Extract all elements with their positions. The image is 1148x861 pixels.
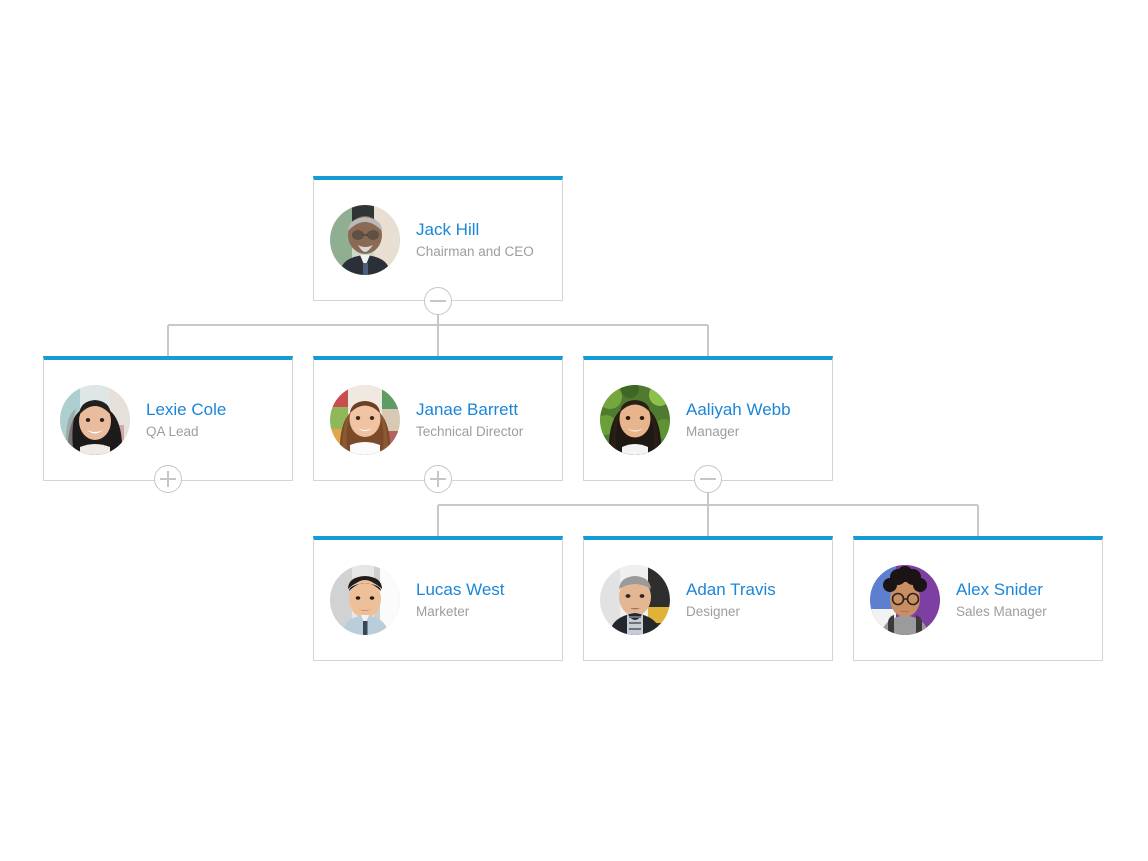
minus-icon [430, 300, 446, 302]
avatar-image-jack-hill [330, 205, 400, 275]
node-title-adan-travis: Designer [686, 604, 741, 620]
toggle-collapse-jack-hill[interactable] [424, 287, 452, 315]
avatar-image-lexie-cole [60, 385, 130, 455]
node-title-jack-hill: Chairman and CEO [416, 244, 534, 260]
org-node-lexie-cole[interactable]: Lexie Cole QA Lead [43, 356, 293, 481]
org-node-janae-barrett[interactable]: Janae Barrett Technical Director [313, 356, 563, 481]
avatar-lucas-west [330, 565, 400, 635]
avatar-aaliyah-webb [600, 385, 670, 455]
node-name-lucas-west: Lucas West [416, 579, 505, 599]
org-node-aaliyah-webb[interactable]: Aaliyah Webb Manager [583, 356, 833, 481]
toggle-expand-lexie-cole[interactable] [154, 465, 182, 493]
node-title-janae-barrett: Technical Director [416, 424, 524, 440]
node-text-janae-barrett: Janae Barrett Technical Director [416, 399, 523, 441]
avatar-adan-travis [600, 565, 670, 635]
org-node-alex-snider[interactable]: Alex Snider Sales Manager [853, 536, 1103, 661]
toggle-expand-janae-barrett[interactable] [424, 465, 452, 493]
node-title-lucas-west: Marketer [416, 604, 470, 620]
avatar-image-lucas-west [330, 565, 400, 635]
plus-icon-vertical [437, 471, 439, 487]
avatar-alex-snider [870, 565, 940, 635]
node-text-lexie-cole: Lexie Cole QA Lead [146, 399, 226, 441]
plus-icon-vertical [167, 471, 169, 487]
node-name-jack-hill: Jack Hill [416, 219, 480, 239]
avatar-jack-hill [330, 205, 400, 275]
node-name-adan-travis: Adan Travis [686, 579, 776, 599]
node-title-lexie-cole: QA Lead [146, 424, 199, 440]
node-name-lexie-cole: Lexie Cole [146, 399, 227, 419]
avatar-image-alex-snider [870, 565, 940, 635]
node-name-aaliyah-webb: Aaliyah Webb [686, 399, 791, 419]
org-node-adan-travis[interactable]: Adan Travis Designer [583, 536, 833, 661]
minus-icon [700, 478, 716, 480]
avatar-image-janae-barrett [330, 385, 400, 455]
org-node-jack-hill[interactable]: Jack Hill Chairman and CEO [313, 176, 563, 301]
node-name-janae-barrett: Janae Barrett [416, 399, 519, 419]
toggle-collapse-aaliyah-webb[interactable] [694, 465, 722, 493]
avatar-image-aaliyah-webb [600, 385, 670, 455]
org-node-lucas-west[interactable]: Lucas West Marketer [313, 536, 563, 661]
node-text-adan-travis: Adan Travis Designer [686, 579, 776, 621]
node-text-lucas-west: Lucas West Marketer [416, 579, 505, 621]
node-text-alex-snider: Alex Snider Sales Manager [956, 579, 1047, 621]
avatar-image-adan-travis [600, 565, 670, 635]
node-text-jack-hill: Jack Hill Chairman and CEO [416, 219, 534, 261]
node-name-alex-snider: Alex Snider [956, 579, 1043, 599]
node-title-aaliyah-webb: Manager [686, 424, 740, 440]
node-title-alex-snider: Sales Manager [956, 604, 1047, 620]
node-text-aaliyah-webb: Aaliyah Webb Manager [686, 399, 791, 441]
avatar-lexie-cole [60, 385, 130, 455]
avatar-janae-barrett [330, 385, 400, 455]
